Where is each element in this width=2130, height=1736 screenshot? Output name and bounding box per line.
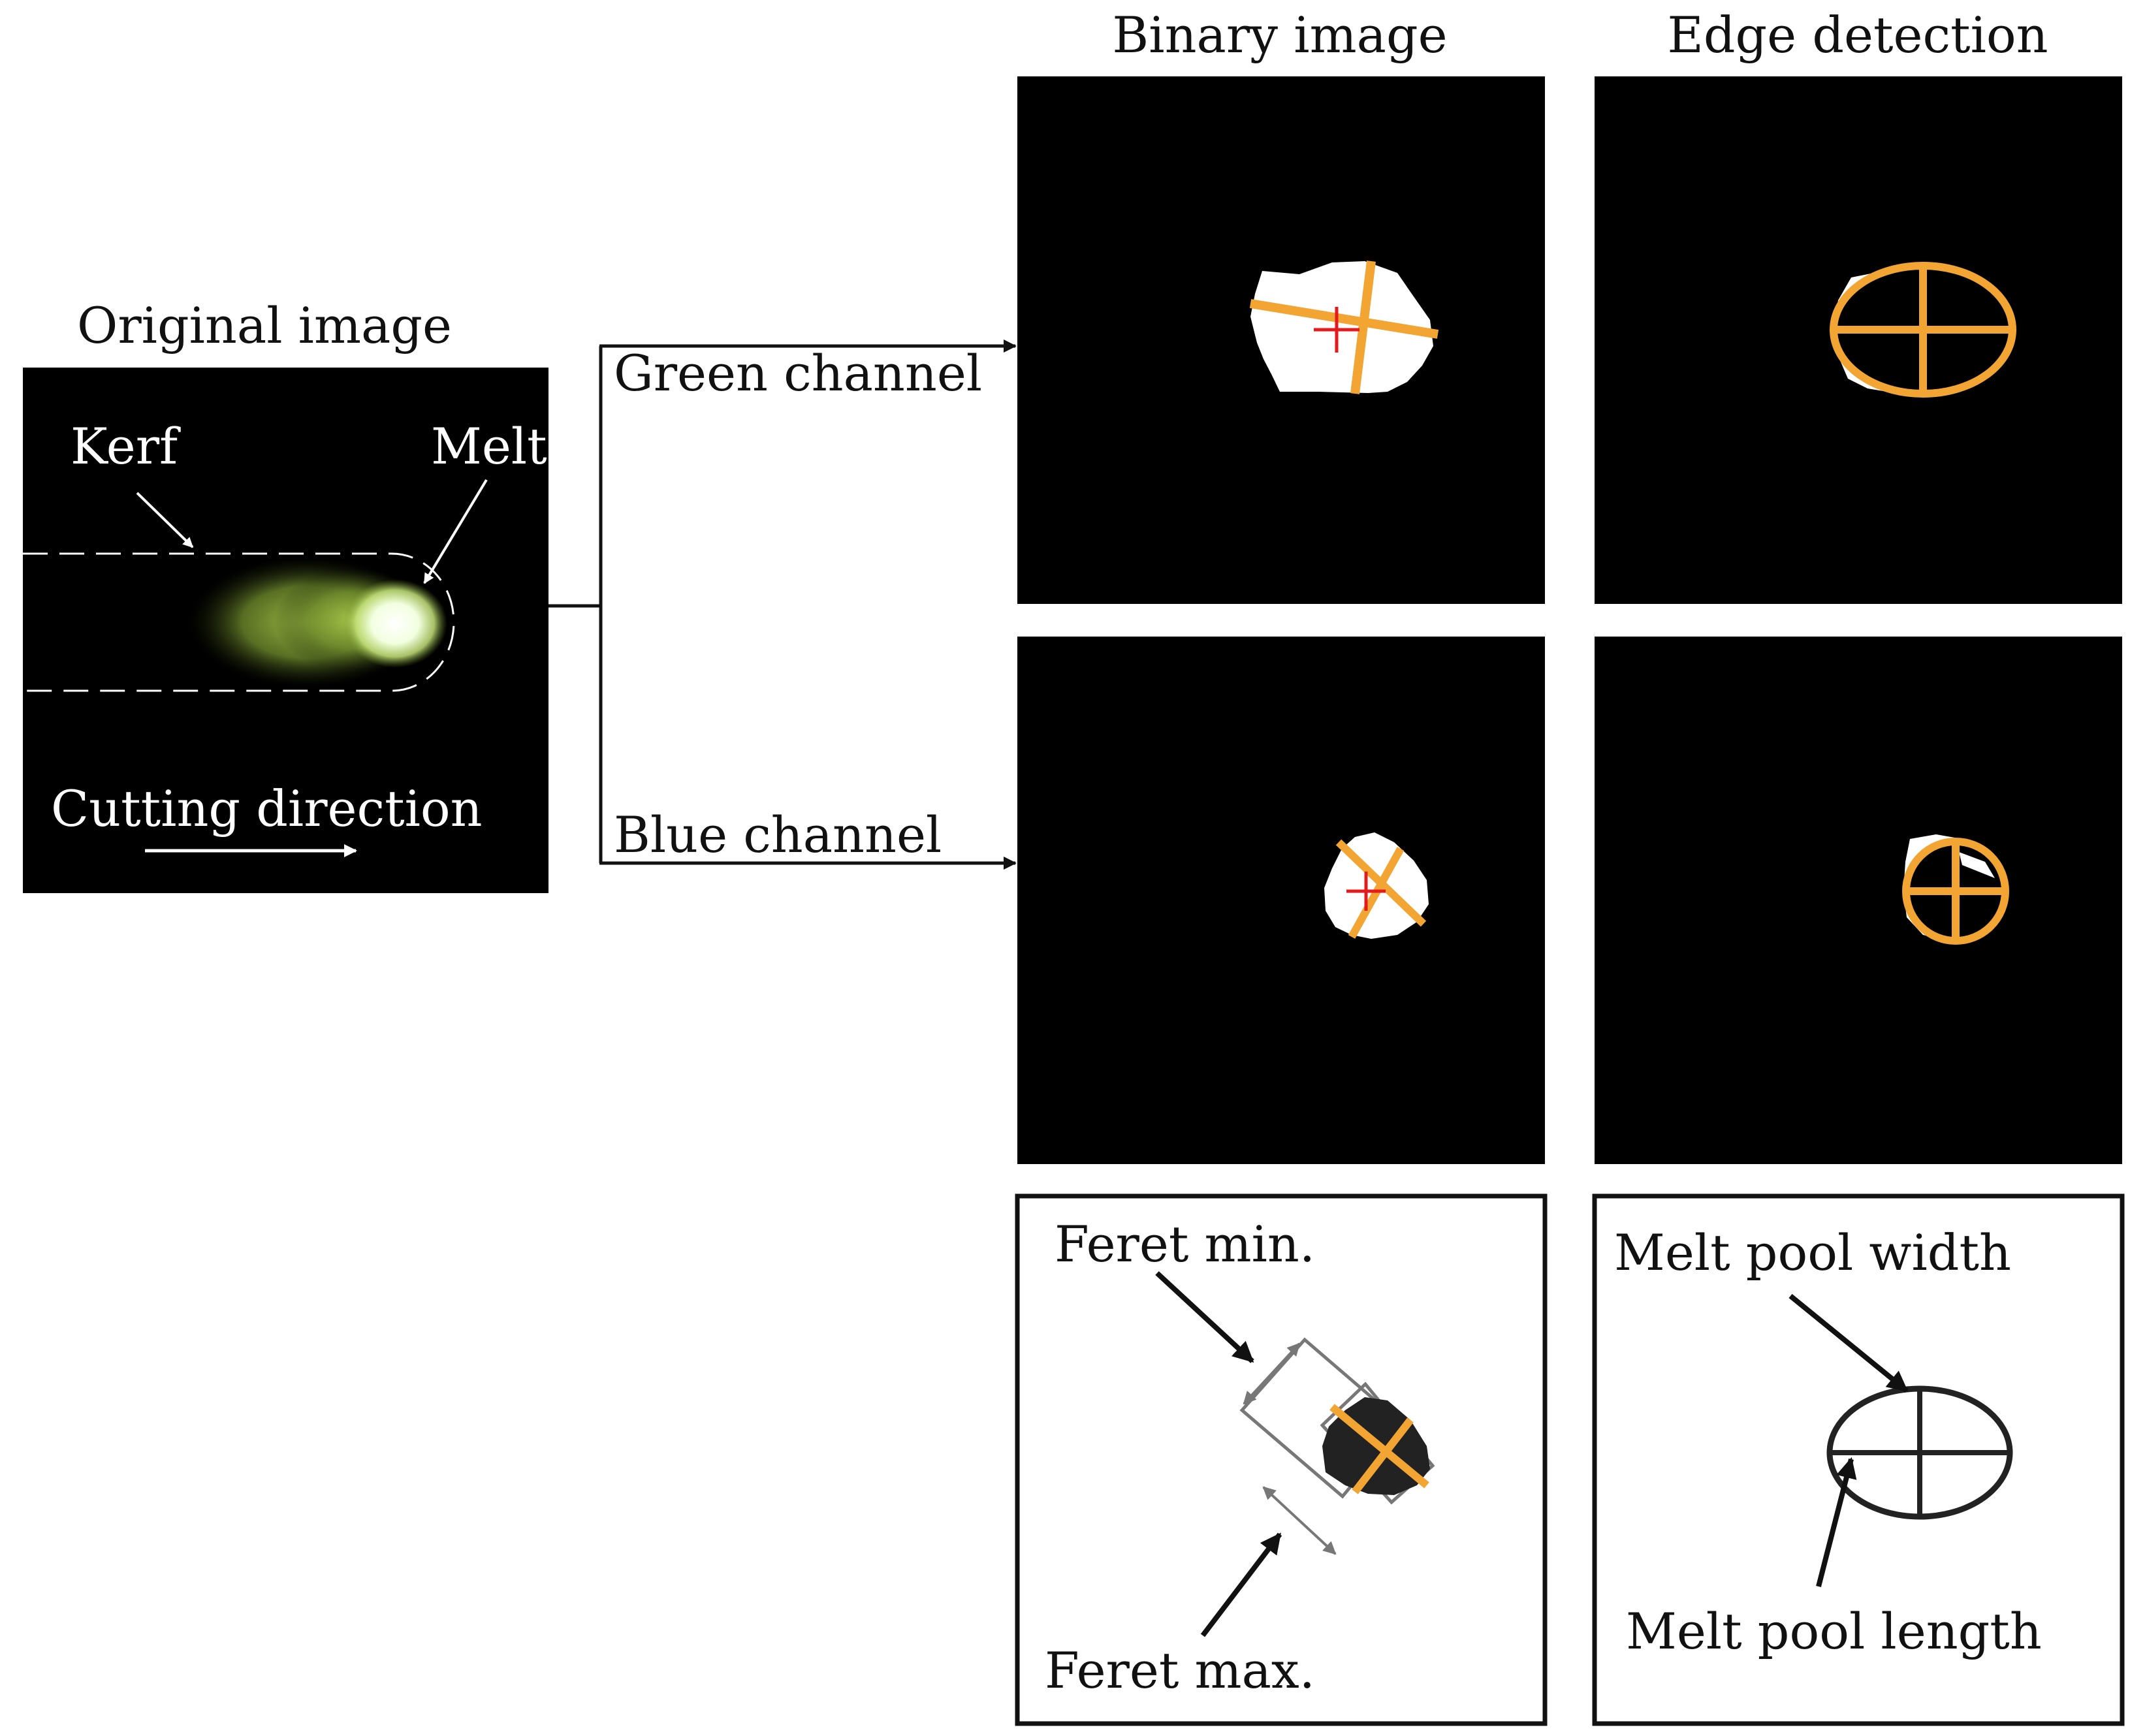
feret-min-label: Feret min. (1055, 1215, 1315, 1273)
melt-bright-spot (343, 579, 447, 668)
header-original-image: Original image (77, 296, 452, 355)
melt-pool-legend-panel: Melt pool width Melt pool length (1592, 1193, 2125, 1726)
melt-pool-width-label: Melt pool width (1614, 1223, 2011, 1282)
feret-min-pointer-arrow (1155, 1271, 1254, 1363)
header-binary-image: Binary image (1112, 6, 1447, 64)
edge-blue-background (1595, 637, 2122, 1164)
melt-pool-length-pointer-arrow (1816, 1457, 1857, 1587)
green-channel-label: Green channel (614, 344, 982, 402)
melt-label: Melt (431, 417, 547, 475)
cutting-direction-label: Cutting direction (51, 780, 483, 838)
feret-legend-panel: Feret min. Feret max. (1015, 1193, 1548, 1726)
feret-max-line (1329, 1404, 1429, 1489)
kerf-pointer-arrow (136, 492, 194, 548)
feret-min-dimension-arrow (1243, 1342, 1301, 1405)
binary-green-feret-min-line (1350, 260, 1376, 394)
feret-max-pointer-arrow (1200, 1532, 1282, 1637)
melt-pool-width-pointer-arrow (1788, 1293, 1909, 1393)
binary-green-feret-max-line (1249, 299, 1439, 339)
header-edge-detection: Edge detection (1667, 6, 2048, 64)
edge-blue-blob-notch (1959, 852, 1995, 878)
kerf-label: Kerf (71, 417, 181, 475)
feret-legend-frame (1015, 1193, 1548, 1726)
binary-blue-panel (1017, 637, 1545, 1164)
melt-pool-length-label: Melt pool length (1626, 1602, 2042, 1660)
edge-blue-panel (1595, 637, 2122, 1164)
blue-channel-label: Blue channel (614, 806, 942, 864)
feret-max-dimension-arrow (1262, 1486, 1337, 1555)
binary-green-blob (1250, 261, 1433, 393)
binary-blue-background (1017, 637, 1545, 1164)
edge-green-panel (1595, 76, 2122, 604)
melt-pool-legend-frame (1592, 1193, 2125, 1726)
feret-max-label: Feret max. (1045, 1641, 1315, 1699)
feret-min-line (1352, 1417, 1414, 1494)
binary-green-panel (1017, 76, 1545, 604)
melt-pointer-arrow (423, 479, 488, 584)
original-image-panel: Kerf Melt Cutting direction (23, 368, 548, 893)
channel-connectors: Green channel Blue channel (548, 339, 1017, 870)
